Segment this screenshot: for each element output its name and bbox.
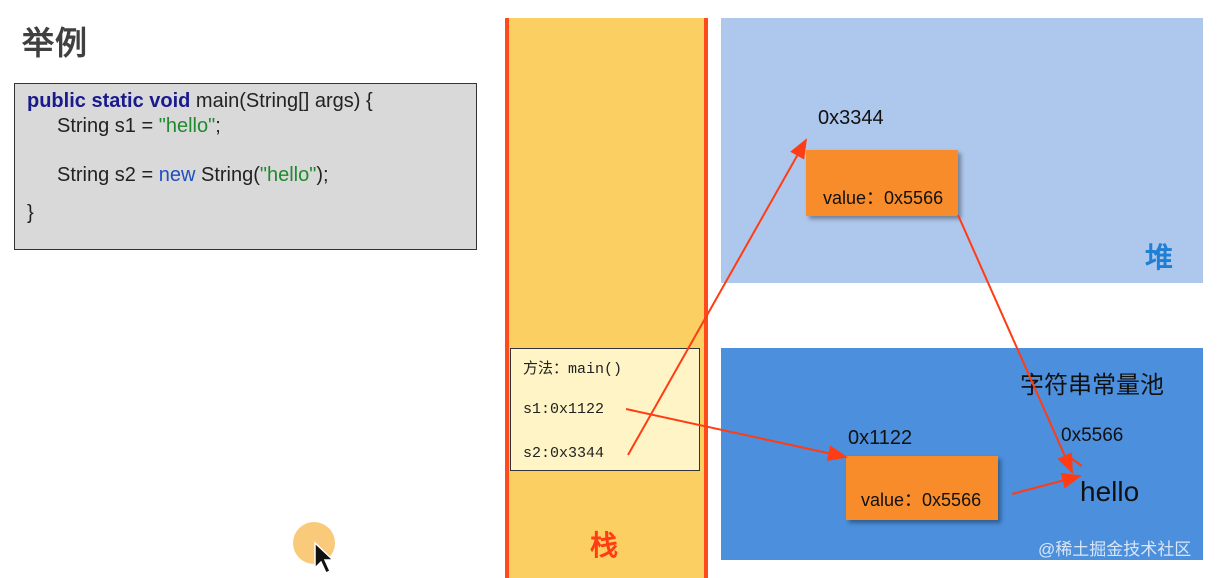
code-line-2: String s1 = "hello";	[57, 115, 221, 138]
code-text: String(	[195, 164, 260, 186]
frame-method: 方法：main()	[523, 361, 623, 378]
code-text: ;	[215, 115, 221, 137]
pool-object-value: value：0x5566	[861, 490, 982, 510]
pool-string-object	[846, 456, 998, 520]
stack-label: 栈	[590, 530, 619, 561]
string-pool-title: 字符串常量池	[1020, 372, 1164, 399]
heap-object-address: 0x3344	[818, 107, 884, 129]
code-keyword: new	[158, 164, 196, 186]
arrow-s2-to-heap	[627, 138, 807, 456]
heap-string-object	[806, 150, 958, 216]
hello-address-tick	[1067, 455, 1083, 467]
string-pool-area	[721, 348, 1203, 560]
arrow-pool-object-to-hello	[1011, 472, 1082, 495]
frame-var-s1: s1:0x1122	[523, 401, 605, 418]
stack-column	[505, 18, 708, 578]
code-line-4: }	[27, 202, 34, 224]
code-line-3: String s2 = new String("hello");	[57, 164, 329, 187]
heap-label: 堆	[1145, 242, 1174, 273]
code-block: public static void main(String[] args) {…	[14, 83, 477, 250]
code-text: String s2 =	[57, 164, 159, 186]
watermark: @稀土掘金技术社区	[1038, 540, 1192, 559]
hello-literal: hello	[1080, 476, 1140, 507]
code-text: String s1 =	[57, 115, 159, 137]
arrow-heap-to-hello	[957, 214, 1073, 474]
frame-var-s2: s2:0x3344	[523, 445, 605, 462]
arrow-s1-to-pool-object	[625, 408, 848, 461]
pool-object-address: 0x1122	[848, 427, 913, 449]
code-string: "hello"	[158, 115, 216, 137]
code-line-1: public static void main(String[] args) {	[27, 90, 373, 113]
hello-address: 0x5566	[1061, 425, 1124, 446]
code-string: "hello"	[259, 164, 317, 186]
code-keyword: public static void	[27, 90, 191, 112]
mouse-pointer-icon	[314, 541, 335, 575]
code-text: main(String[] args) {	[190, 90, 373, 112]
page-title: 举例	[22, 25, 89, 61]
stack-frame: 方法：main() s1:0x1122 s2:0x3344	[510, 348, 700, 471]
heap-object-value: value：0x5566	[823, 188, 944, 208]
code-text: );	[316, 164, 329, 186]
